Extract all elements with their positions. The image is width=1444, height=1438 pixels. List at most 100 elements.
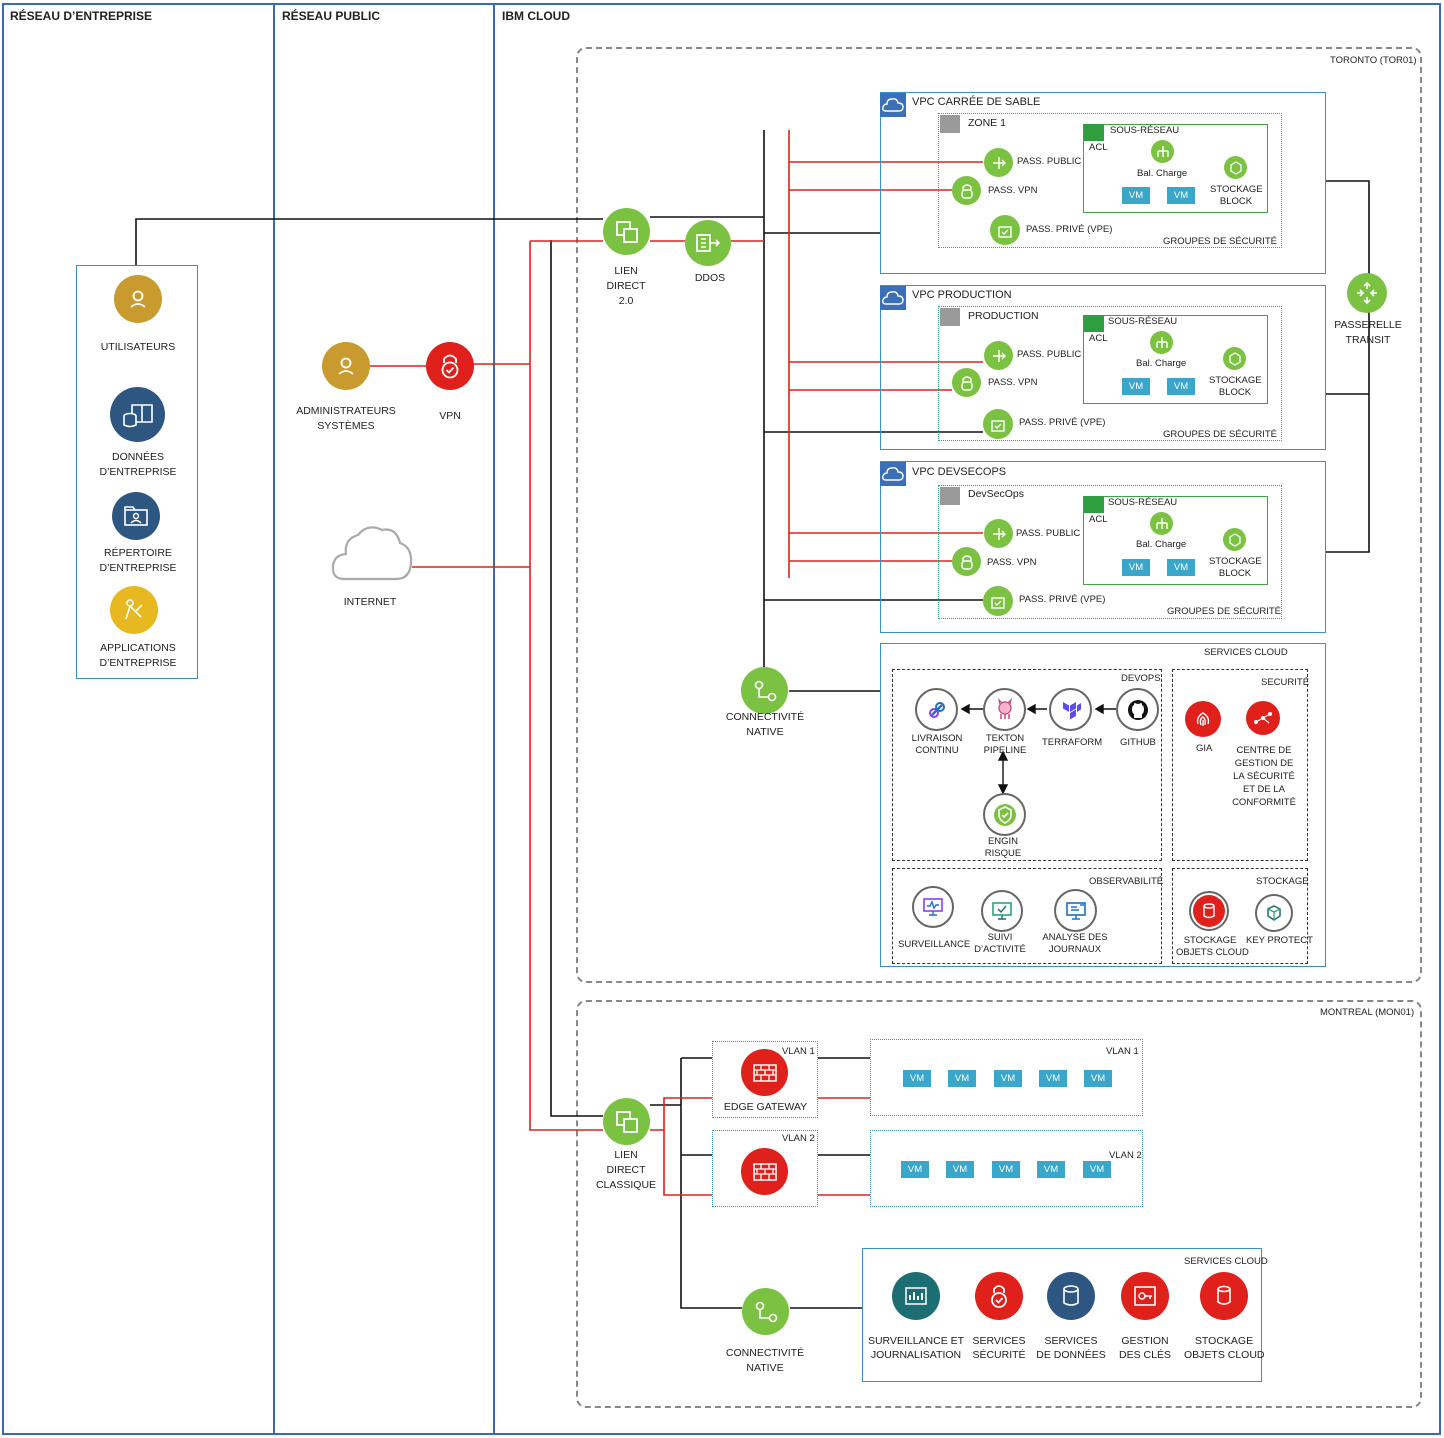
scc-line5: CONFORMITÉ [1232,797,1296,808]
load-balancer-icon [1151,140,1174,163]
acl-label: ACL [1089,514,1108,525]
block-storage-icon [1223,347,1246,370]
native-connectivity-icon [742,1288,789,1335]
scc-line4: ET DE LA [1242,784,1286,795]
zone-devsecops [938,485,1282,619]
montreal-native-line1: CONNECTIVITÉ [725,1347,805,1359]
zone-1-label: ZONE 1 [968,117,1006,129]
public-gateway-label: PASS. PUBLIC [1017,156,1082,167]
transit-gateway-icon [1347,273,1387,313]
vm-instance: VM [903,1070,931,1087]
log-analysis-line1: ANALYSE DES [1042,932,1108,943]
vm-instance: VM [946,1161,974,1178]
vm-instance: VM [948,1070,976,1087]
block-storage-icon [1223,528,1246,551]
vpc-sandbox-title: VPC CARRÉE DE SABLE [912,96,1041,108]
transit-gateway-line1: PASSERELLE [1334,319,1402,331]
lane-title-ibm: IBM CLOUD [502,9,570,23]
region-montreal-label: MONTREAL (MON01) [1320,1007,1415,1018]
users-label: UTILISATEURS [100,341,176,353]
security-groups-label: GROUPES DE SÉCURITÉ [1167,606,1282,617]
edge-gateway-label: EDGE GATEWAY [723,1101,808,1113]
logging-monitoring-line1: SURVEILLANCE ET [867,1335,965,1347]
block-storage-line1: STOCKAGE [1210,184,1263,195]
vpc-production [880,285,1326,450]
security-group [1172,669,1308,861]
vm-instance: VM [1122,559,1150,576]
transit-gateway-line2: TRANSIT [1345,334,1391,346]
block-storage-line2: BLOCK [1218,568,1252,579]
vpn-icon [426,342,474,390]
data-services-icon [1047,1272,1095,1320]
vm-instance: VM [1084,1070,1112,1087]
native-connectivity-icon [741,667,788,714]
public-gateway-label: PASS. PUBLIC [1017,349,1082,360]
public-gateway-icon [984,148,1013,177]
key-management-line2: DES CLÉS [1119,1349,1171,1361]
fingerprint-icon [1185,701,1221,737]
data-label-line1: DONNÉES [112,451,164,463]
database-icon [110,387,165,442]
cloud-object-storage-line1: STOCKAGE [1194,1335,1254,1347]
subnet-label: SOUS-RÉSEAU [1108,316,1178,327]
load-balancer-label: Bal. Charge [1136,539,1187,550]
logging-monitoring-icon [892,1272,940,1320]
subnet-sandbox [1083,124,1268,213]
vm-instance: VM [1167,559,1195,576]
enterprise-group [76,265,198,679]
load-balancer-label: Bal. Charge [1137,168,1188,179]
security-groups-label: GROUPES DE SÉCURITÉ [1163,236,1278,247]
vlan1-edge [712,1041,818,1118]
montreal-native-line2: NATIVE [746,1362,784,1374]
applications-label-line1: APPLICATIONS [100,642,176,654]
admins-icon [322,342,370,390]
continuous-delivery-line2: CONTINU [915,745,959,756]
vpc-cloud-icon [880,462,906,486]
vlan2-vms-label: VLAN 2 [1109,1150,1142,1161]
vlan2-vms [870,1130,1143,1207]
vpn-label: VPN [439,410,461,422]
monitoring-icon [912,886,954,928]
log-analysis-line2: JOURNAUX [1048,944,1102,955]
key-management-icon [1121,1272,1169,1320]
github-label: GITHUB [1120,737,1156,748]
direct-link-2-icon [603,208,650,255]
vm-instance: VM [1122,187,1150,204]
security-services-icon [975,1272,1023,1320]
object-storage-icon [1189,891,1229,931]
vpn-gateway-icon [952,176,981,205]
vm-instance: VM [992,1161,1020,1178]
activity-tracker-line2: D’ACTIVITÉ [974,944,1026,955]
log-analysis-icon [1054,889,1097,932]
load-balancer-icon [1150,512,1173,535]
direct-link-classic-icon [603,1098,650,1145]
security-services-line1: SERVICES [972,1335,1026,1347]
directory-label-line2: D’ENTREPRISE [99,562,177,574]
vm-instance: VM [1167,378,1195,395]
edge-gateway-icon [741,1148,788,1195]
continuous-delivery-icon [915,688,958,731]
devops-group [892,669,1162,861]
zone-devsecops-label: DevSecOps [968,488,1025,500]
vpc-production-title: VPC PRODUCTION [912,289,1012,301]
private-gateway-label: PASS. PRIVÉ (VPE) [1019,594,1106,605]
monitoring-label: SURVEILLANCE [898,939,971,950]
region-toronto-label: TORONTO (TOR01) [1330,55,1417,66]
object-storage-line2: OBJETS CLOUD [1176,947,1249,958]
load-balancer-label: Bal. Charge [1136,358,1187,369]
observability-title: OBSERVABILITÉ [1089,876,1164,887]
vpn-gateway-icon [952,547,981,576]
vm-instance: VM [901,1161,929,1178]
private-gateway-icon [983,409,1013,439]
